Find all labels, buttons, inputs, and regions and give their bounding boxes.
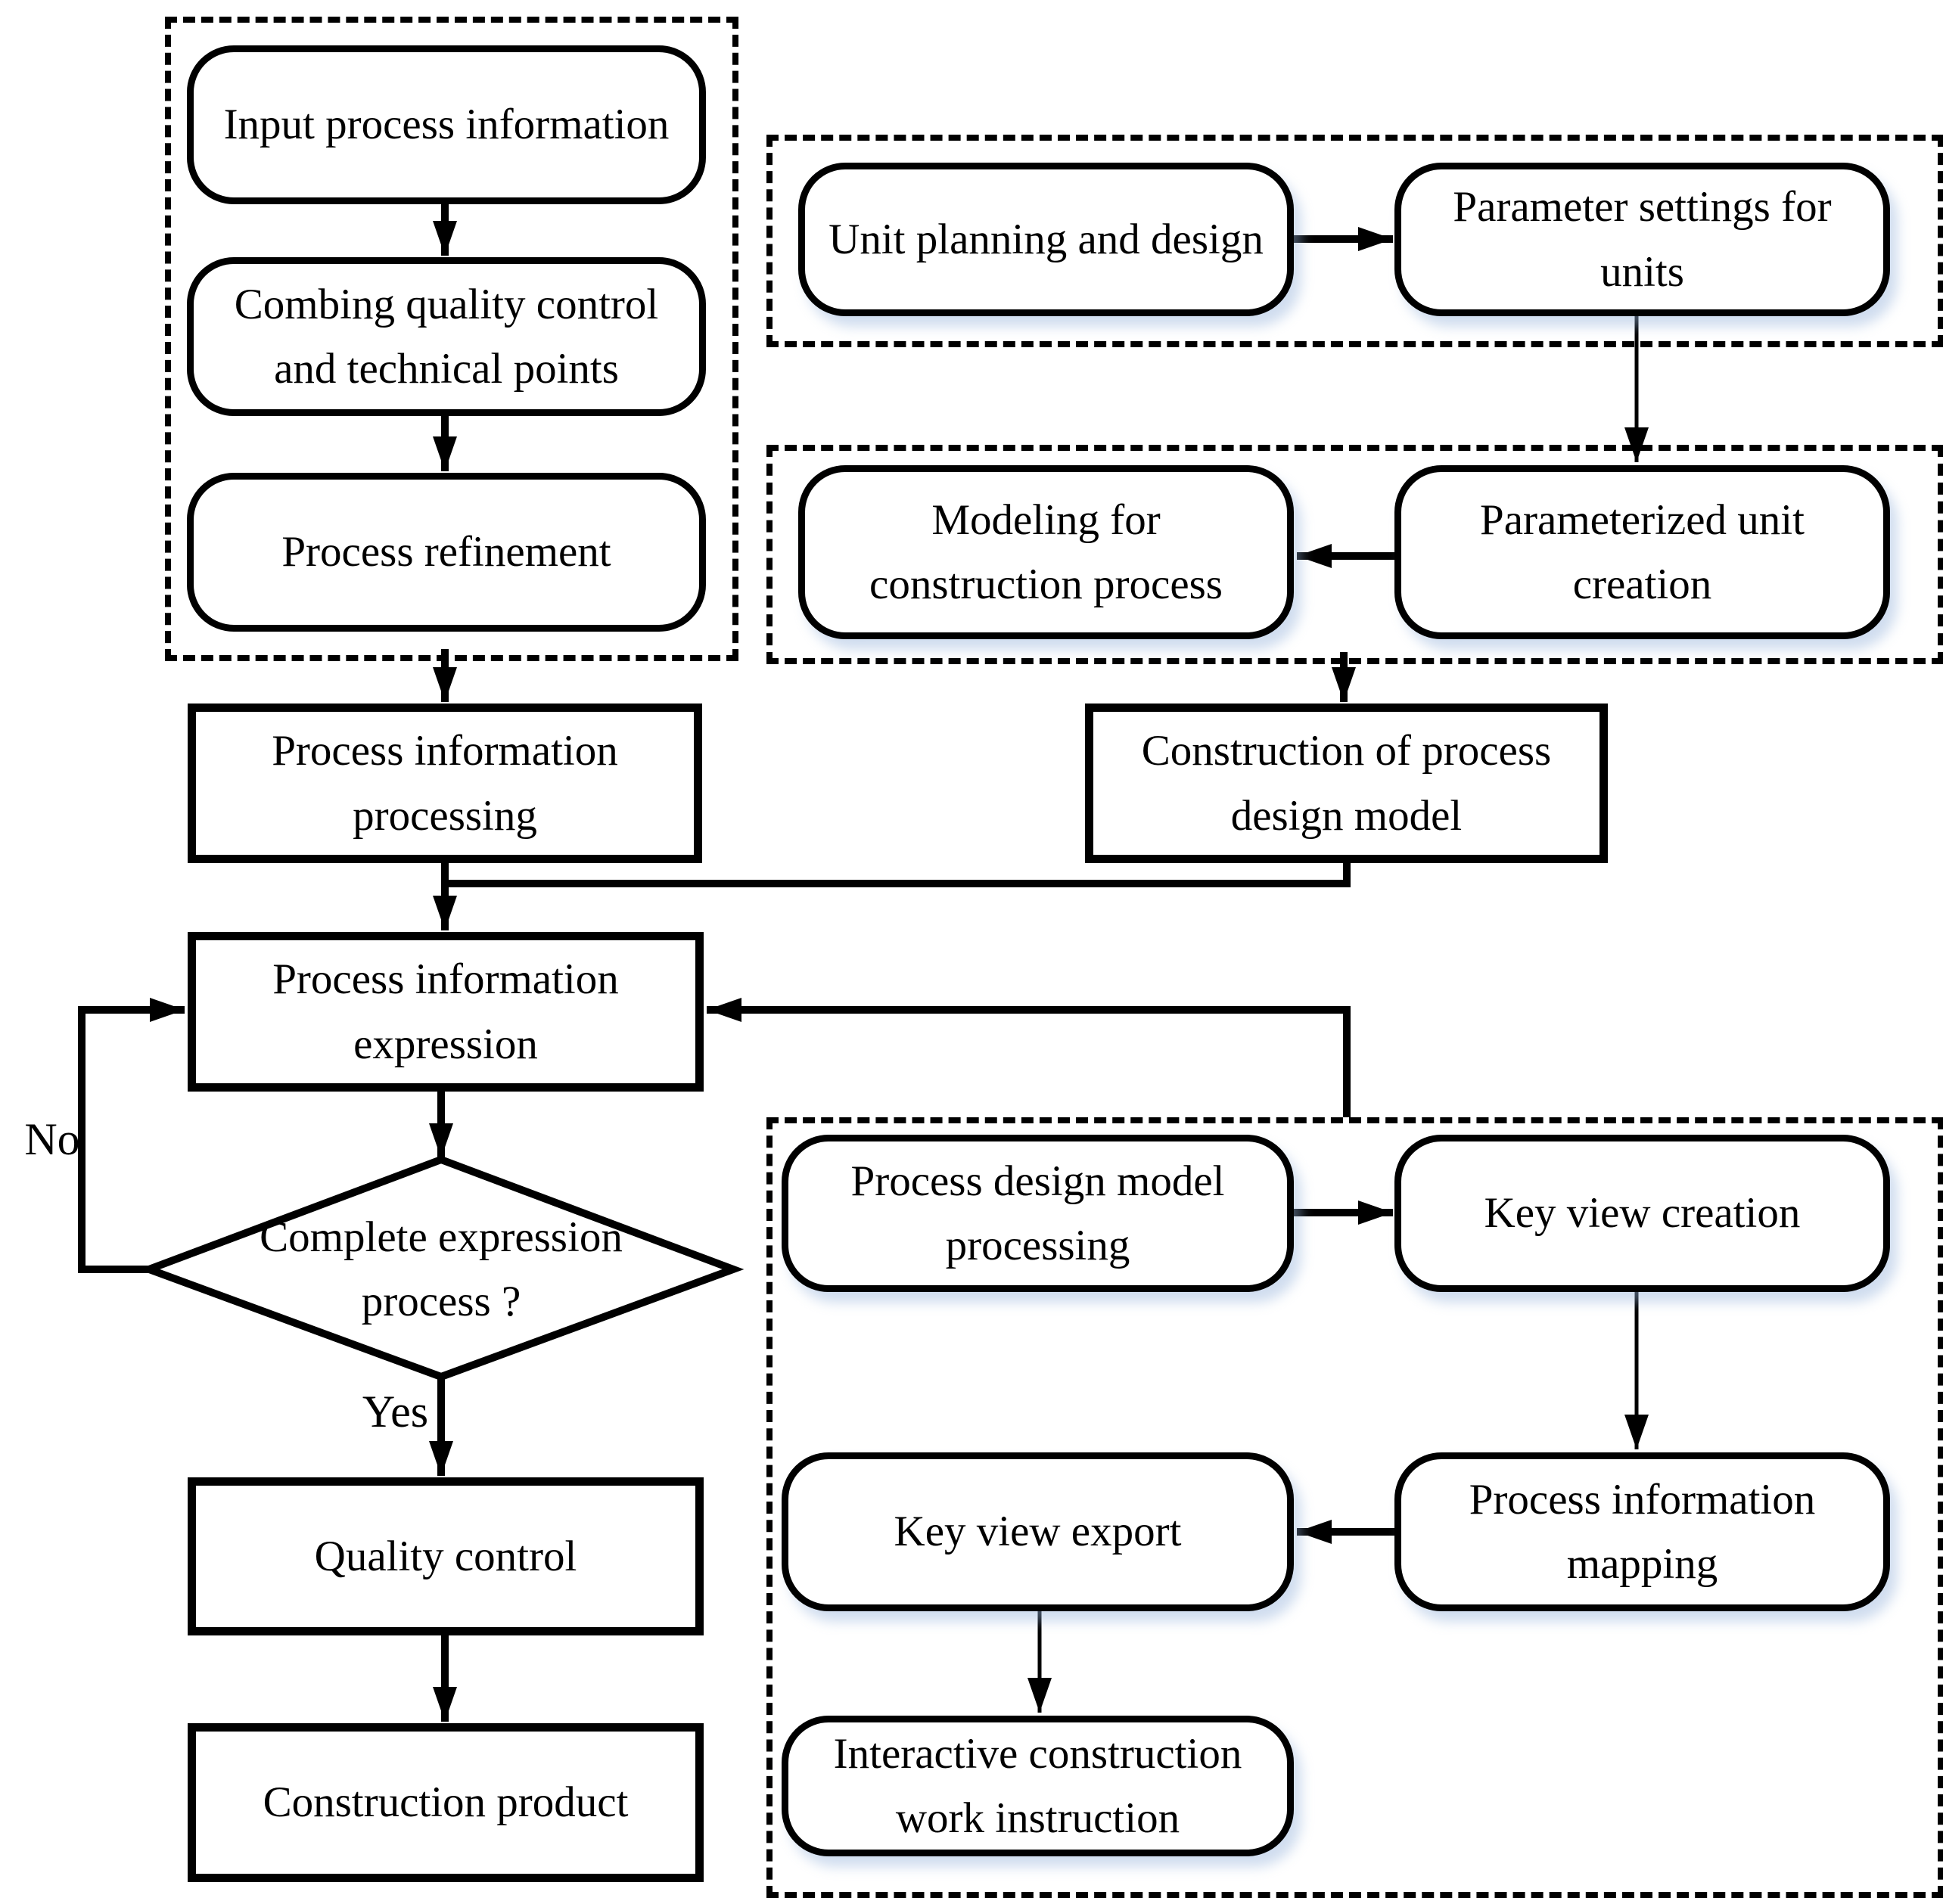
decision-label: Complete expression process ? — [260, 1213, 623, 1326]
group-unit-planning — [766, 135, 1943, 347]
node-label: Construction product — [263, 1778, 629, 1827]
group-construction-modeling — [766, 445, 1943, 664]
elbow-designmodel-to-junction — [445, 863, 1351, 887]
node-label: Quality control — [314, 1532, 577, 1580]
node-parameter-settings-for-units: Parameter settings for units — [1394, 163, 1890, 316]
node-process-information-processing: Process information processing — [188, 704, 702, 863]
node-label: Parameter settings for units — [1453, 183, 1832, 296]
branch-label-yes: Yes — [362, 1387, 429, 1437]
node-label: Parameterized unit creation — [1480, 495, 1805, 609]
node-label: Key view export — [894, 1508, 1182, 1556]
arrow-decision-no-loop — [78, 998, 185, 1273]
node-label: Unit planning and design — [828, 215, 1264, 263]
group-process-information-input — [165, 17, 738, 661]
node-construction-product: Construction product — [188, 1723, 704, 1882]
node-process-information-mapping: Process information mapping — [1394, 1452, 1890, 1611]
decision-diamond — [138, 1155, 745, 1381]
node-input-process-information: Input process information — [187, 45, 706, 204]
node-process-design-model-processing: Process design model processing — [782, 1135, 1294, 1292]
node-label: Process refinement — [281, 528, 611, 576]
node-combing-quality-control: Combing quality control and technical po… — [187, 257, 706, 416]
node-label: Key view creation — [1484, 1189, 1801, 1238]
node-label: Process information processing — [272, 727, 618, 840]
node-interactive-construction-work-instruction: Interactive construction work instructio… — [782, 1716, 1294, 1856]
node-modeling-for-construction-process: Modeling for construction process — [798, 465, 1294, 639]
node-process-refinement: Process refinement — [187, 473, 706, 632]
node-parameterized-unit-creation: Parameterized unit creation — [1394, 465, 1890, 639]
node-process-information-expression: Process information expression — [188, 932, 704, 1092]
node-label: Modeling for construction process — [869, 495, 1223, 609]
node-key-view-export: Key view export — [782, 1452, 1294, 1611]
node-quality-control: Quality control — [188, 1477, 704, 1635]
node-unit-planning-and-design: Unit planning and design — [798, 163, 1294, 316]
node-label: Construction of process design model — [1141, 727, 1552, 840]
node-label: Process information expression — [272, 955, 619, 1068]
node-construction-of-process-design-model: Construction of process design model — [1085, 704, 1608, 863]
node-label: Process design model processing — [850, 1157, 1225, 1270]
branch-label-no: No — [24, 1114, 80, 1164]
node-label: Interactive construction work instructio… — [833, 1729, 1242, 1843]
node-key-view-creation: Key view creation — [1394, 1135, 1890, 1292]
node-label: Combing quality control and technical po… — [234, 280, 659, 393]
node-label: Process information mapping — [1469, 1475, 1816, 1589]
node-label: Input process information — [223, 101, 670, 149]
arrow-feedback-to-expression — [707, 998, 1351, 1117]
group-process-design-model — [766, 1117, 1943, 1898]
